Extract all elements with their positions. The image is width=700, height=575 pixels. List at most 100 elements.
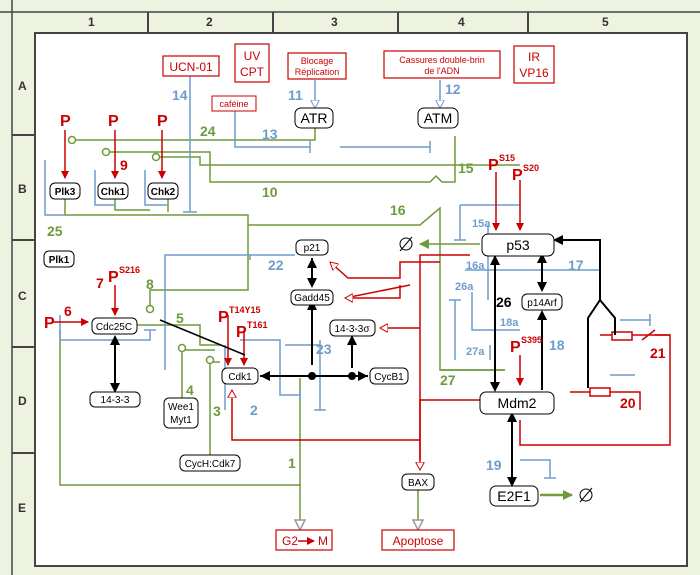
label-19: 19: [486, 457, 502, 473]
label-22: 22: [268, 257, 284, 273]
blocage-box: Blocage Réplication: [287, 52, 347, 80]
phospho-cdk1-t161: P T161: [236, 320, 268, 341]
label-26: 26: [496, 294, 512, 310]
svg-text:Plk1: Plk1: [49, 255, 70, 266]
apoptose-box: Apoptose: [381, 529, 455, 551]
svg-text:caféine: caféine: [219, 99, 248, 109]
chk2-node: Chk2: [147, 182, 179, 200]
grid-row-c: C: [18, 289, 27, 303]
phospho-cdc25c-plk1: P: [44, 315, 55, 332]
cassures-box: Cassures double-brin de l'ADN: [383, 50, 501, 79]
svg-text:BAX: BAX: [408, 478, 428, 489]
e2f1-node: E2F1: [489, 485, 539, 507]
grid-col-2: 2: [206, 15, 213, 29]
phospho-cdc25c-s216: P S216: [108, 265, 140, 286]
svg-text:UCN-01: UCN-01: [169, 60, 213, 74]
phospho-cdk1-t14y15: P T14Y15: [218, 305, 261, 326]
protein-1433s-node: 14-3-3σ: [329, 319, 376, 337]
svg-text:IR: IR: [528, 50, 540, 64]
svg-text:Plk3: Plk3: [55, 187, 76, 198]
label-16: 16: [390, 202, 406, 218]
svg-text:P: P: [510, 339, 521, 356]
grid-row-d: D: [18, 394, 27, 408]
grid-col-1: 1: [88, 15, 95, 29]
phospho-chk1: P: [108, 113, 119, 130]
label-11: 11: [288, 87, 303, 103]
label-23: 23: [316, 341, 332, 357]
svg-text:CycH:Cdk7: CycH:Cdk7: [185, 459, 236, 470]
svg-text:E2F1: E2F1: [497, 488, 531, 504]
grid-row-a: A: [18, 79, 27, 93]
svg-text:Cdc25C: Cdc25C: [96, 322, 132, 333]
svg-text:P: P: [488, 157, 499, 174]
svg-text:P: P: [108, 269, 119, 286]
svg-text:de l'ADN: de l'ADN: [424, 66, 459, 76]
label-1: 1: [288, 455, 296, 471]
p53-node: p53: [481, 233, 555, 257]
cych-cdk7-node: CycH:Cdk7: [179, 454, 241, 472]
p14arf-node: p14Arf: [521, 293, 563, 311]
label-15: 15: [458, 160, 474, 176]
cdc25c-node: Cdc25C: [91, 317, 138, 335]
svg-text:14-3-3: 14-3-3: [101, 395, 130, 406]
phospho-p53-s20: P S20: [512, 163, 539, 184]
svg-text:Apoptose: Apoptose: [393, 534, 444, 548]
label-24: 24: [200, 123, 216, 139]
svg-text:p21: p21: [304, 243, 321, 254]
svg-text:Cdk1: Cdk1: [228, 372, 252, 383]
label-17: 17: [568, 257, 584, 273]
svg-text:S216: S216: [119, 265, 140, 275]
label-27a: 27a: [466, 346, 485, 358]
svg-text:G2: G2: [282, 534, 298, 548]
svg-text:14-3-3σ: 14-3-3σ: [334, 324, 370, 335]
svg-text:S20: S20: [523, 163, 539, 173]
ucn01-box: UCN-01: [162, 55, 220, 77]
svg-text:ATR: ATR: [301, 110, 328, 126]
svg-text:CycB1: CycB1: [374, 372, 404, 383]
label-6: 6: [64, 303, 72, 319]
grid-col-3: 3: [331, 15, 338, 29]
label-4: 4: [186, 382, 194, 398]
grid-col-5: 5: [602, 15, 609, 29]
label-26a: 26a: [455, 281, 474, 293]
svg-text:P: P: [236, 324, 247, 341]
grid-row-e: E: [18, 501, 26, 515]
label-25: 25: [47, 223, 63, 239]
label-13: 13: [262, 126, 278, 142]
atr-node: ATR: [294, 107, 334, 129]
label-14: 14: [172, 87, 188, 103]
plk3-node: Plk3: [49, 182, 81, 200]
plk1-node: Plk1: [43, 250, 75, 268]
phospho-chk2: P: [157, 113, 168, 130]
svg-text:Myt1: Myt1: [170, 415, 192, 426]
label-20: 20: [620, 395, 636, 411]
g2m-box: G2 M: [275, 529, 333, 551]
label-10: 10: [262, 184, 278, 200]
label-8: 8: [146, 276, 154, 292]
svg-text:Mdm2: Mdm2: [498, 395, 537, 411]
protein-1433-node: 14-3-3: [89, 391, 141, 408]
label-18: 18: [549, 337, 565, 353]
label-21: 21: [650, 345, 666, 361]
svg-text:P: P: [512, 167, 523, 184]
phospho-mdm2-s395: P S395: [510, 335, 542, 356]
label-3: 3: [213, 403, 221, 419]
label-2: 2: [250, 402, 258, 418]
empty-set-icon: [579, 487, 593, 503]
svg-text:P: P: [218, 309, 229, 326]
label-18a: 18a: [500, 317, 519, 329]
label-15a: 15a: [472, 218, 491, 230]
svg-text:Blocage: Blocage: [301, 56, 334, 66]
phospho-p53-s15: P S15: [488, 153, 515, 174]
bax-node: BAX: [401, 473, 435, 491]
ir-vp16-box: IR VP16: [513, 45, 555, 84]
label-7: 7: [96, 275, 104, 291]
gadd45-node: Gadd45: [290, 289, 334, 306]
wee1-myt1-node: Wee1 Myt1: [163, 397, 199, 429]
label-9: 9: [120, 157, 128, 173]
phospho-plk3: P: [60, 113, 71, 130]
svg-text:UV: UV: [244, 49, 261, 63]
svg-text:ATM: ATM: [424, 110, 453, 126]
uv-cpt-box: UV CPT: [234, 43, 270, 83]
label-5: 5: [176, 310, 184, 326]
